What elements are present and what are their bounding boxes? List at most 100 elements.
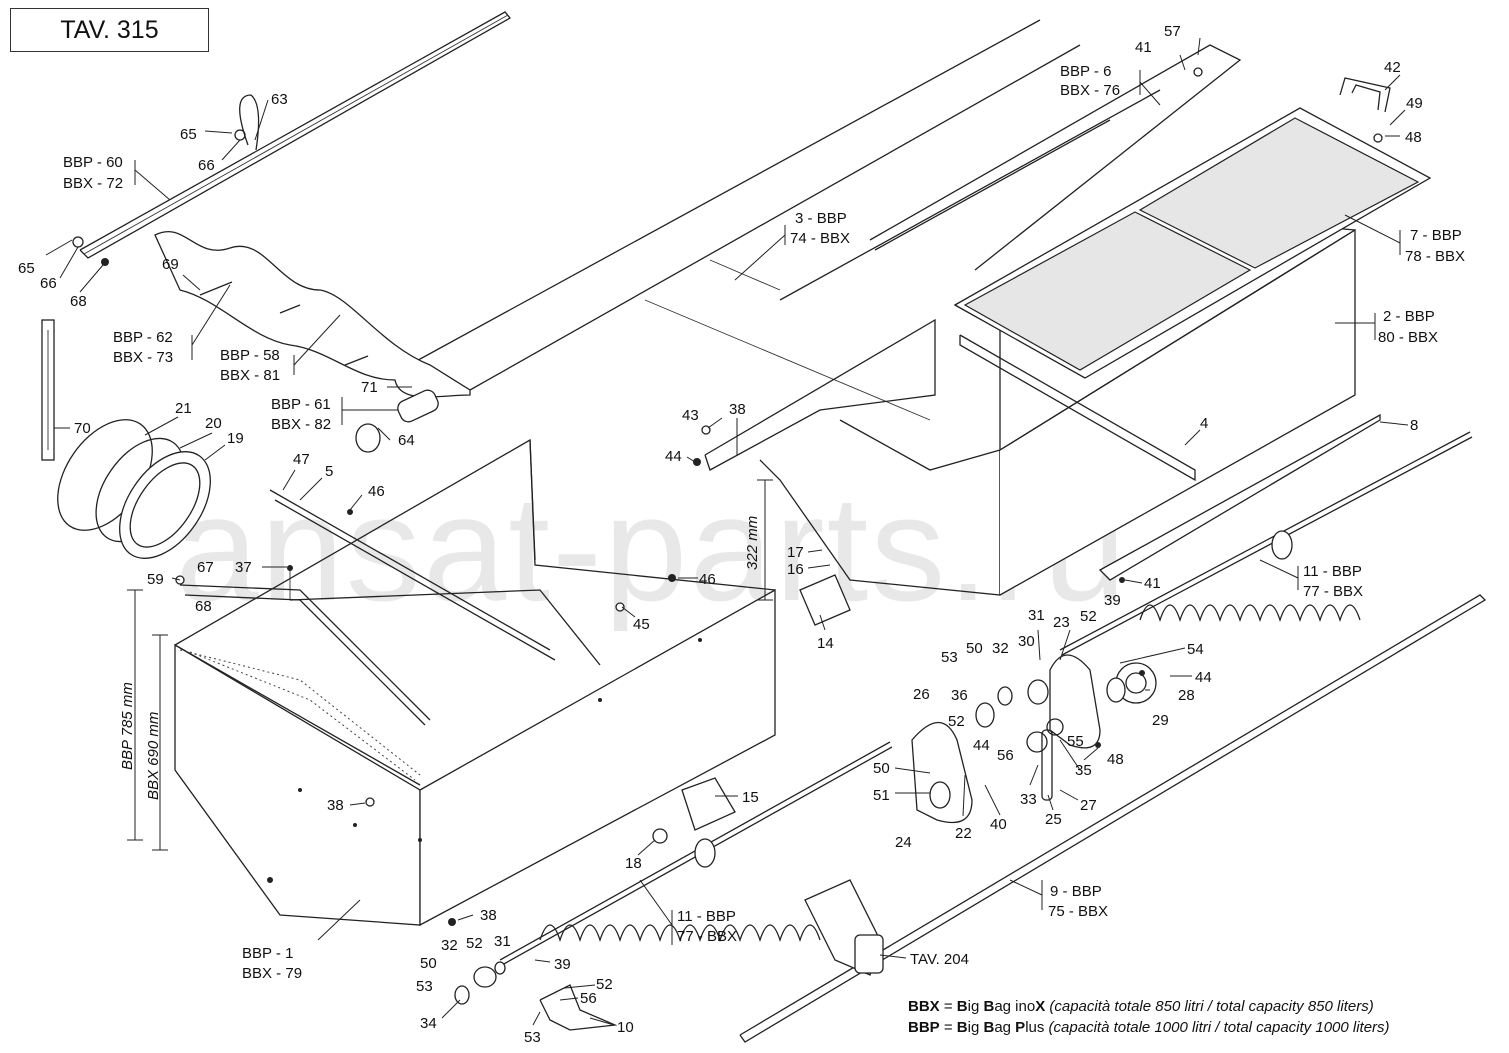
gearbox bbox=[804, 879, 884, 976]
blade-8 bbox=[1098, 413, 1381, 581]
hardware bbox=[72, 67, 1383, 926]
label-43: 43 bbox=[682, 407, 699, 424]
label-21: 21 bbox=[175, 400, 192, 417]
top-rail bbox=[79, 11, 511, 259]
label-bbp-58: BBP - 58 bbox=[220, 347, 280, 364]
label-54: 54 bbox=[1187, 641, 1204, 658]
watermark: ansat-parts.ru bbox=[175, 464, 1128, 632]
chain-cover bbox=[911, 722, 973, 824]
label-49: 49 bbox=[1406, 95, 1423, 112]
label-9-bbp: 9 - BBP bbox=[1050, 883, 1102, 900]
handle-42 bbox=[1339, 77, 1391, 113]
label-32: 32 bbox=[992, 640, 1009, 657]
shaft-9 bbox=[739, 594, 1487, 1043]
label-38: 38 bbox=[327, 797, 344, 814]
lid bbox=[953, 107, 1432, 379]
label-53: 53 bbox=[524, 1029, 541, 1046]
callout-labels: 63 65 66 BBP - 60 BBX - 72 65 66 68 69 B… bbox=[18, 23, 1465, 1046]
label-52: 52 bbox=[1080, 608, 1097, 625]
label-37: 37 bbox=[235, 559, 252, 576]
dimension-bbx-690: BBX 690 mm bbox=[145, 712, 162, 800]
bracket-14 bbox=[799, 574, 851, 626]
label-bbx-81: BBX - 81 bbox=[220, 367, 280, 384]
label-52: 52 bbox=[948, 713, 965, 730]
upper-auger bbox=[1059, 431, 1473, 656]
label-46: 46 bbox=[699, 571, 716, 588]
label-5: 5 bbox=[325, 463, 333, 480]
label-11-bbp: 11 - BBP bbox=[677, 908, 736, 925]
label-66: 66 bbox=[198, 157, 215, 174]
label-3-bbp: 3 - BBP bbox=[795, 210, 847, 227]
label-25: 25 bbox=[1045, 811, 1062, 828]
label-30: 30 bbox=[1018, 633, 1035, 650]
label-46: 46 bbox=[368, 483, 385, 500]
bar-6 bbox=[869, 44, 1242, 271]
label-bbx-82: BBX - 82 bbox=[271, 416, 331, 433]
label-24: 24 bbox=[895, 834, 912, 851]
label-51: 51 bbox=[873, 787, 890, 804]
label-64: 64 bbox=[398, 432, 415, 449]
chain-drive bbox=[1026, 718, 1064, 801]
bottom-bearing bbox=[454, 961, 506, 1005]
leader-lines bbox=[45, 37, 1409, 1026]
seal-rings bbox=[57, 419, 211, 559]
label-74-bbx: 74 - BBX bbox=[790, 230, 850, 247]
label-55: 55 bbox=[1067, 733, 1084, 750]
label-40: 40 bbox=[990, 816, 1007, 833]
label-31: 31 bbox=[1028, 607, 1045, 624]
label-bbp-62: BBP - 62 bbox=[113, 329, 173, 346]
label-56: 56 bbox=[580, 990, 597, 1007]
label-67: 67 bbox=[197, 559, 214, 576]
label-52: 52 bbox=[466, 935, 483, 952]
label-48: 48 bbox=[1107, 751, 1124, 768]
label-8: 8 bbox=[1410, 417, 1418, 434]
label-36: 36 bbox=[951, 687, 968, 704]
support-frame bbox=[179, 489, 556, 726]
label-65: 65 bbox=[180, 126, 197, 143]
label-bbx-73: BBX - 73 bbox=[113, 349, 173, 366]
bracket-10 bbox=[539, 984, 618, 1031]
label-63: 63 bbox=[271, 91, 288, 108]
label-45: 45 bbox=[633, 616, 650, 633]
label-32: 32 bbox=[441, 937, 458, 954]
label-71: 71 bbox=[361, 379, 378, 396]
label-2-bbp: 2 - BBP bbox=[1383, 308, 1435, 325]
label-bbp-60: BBP - 60 bbox=[63, 154, 123, 171]
label-77-bbx: 77 - BBX bbox=[677, 928, 737, 945]
label-77-bbx: 77 - BBX bbox=[1303, 583, 1363, 600]
label-4: 4 bbox=[1200, 415, 1208, 432]
label-59: 59 bbox=[147, 571, 164, 588]
roller bbox=[355, 389, 439, 453]
label-14: 14 bbox=[817, 635, 834, 652]
label-bbp-61: BBP - 61 bbox=[271, 396, 331, 413]
label-38: 38 bbox=[729, 401, 746, 418]
label-28: 28 bbox=[1178, 687, 1195, 704]
label-26: 26 bbox=[913, 686, 930, 703]
side-plate bbox=[975, 654, 1157, 749]
label-48: 48 bbox=[1405, 129, 1422, 146]
label-42: 42 bbox=[1384, 59, 1401, 76]
label-bbp-6: BBP - 6 bbox=[1060, 63, 1111, 80]
label-bbx-79: BBX - 79 bbox=[242, 965, 302, 982]
label-56: 56 bbox=[997, 747, 1014, 764]
label-tav-204: TAV. 204 bbox=[910, 951, 969, 968]
label-65: 65 bbox=[18, 260, 35, 277]
lower-auger bbox=[499, 741, 893, 966]
label-68: 68 bbox=[70, 293, 87, 310]
label-27: 27 bbox=[1080, 797, 1097, 814]
label-16: 16 bbox=[787, 561, 804, 578]
label-10: 10 bbox=[617, 1019, 634, 1036]
label-53: 53 bbox=[416, 978, 433, 995]
label-31: 31 bbox=[494, 933, 511, 950]
label-41: 41 bbox=[1135, 39, 1152, 56]
label-bbx-76: BBX - 76 bbox=[1060, 82, 1120, 99]
label-33: 33 bbox=[1020, 791, 1037, 808]
label-7-bbp: 7 - BBP bbox=[1410, 227, 1462, 244]
label-35: 35 bbox=[1075, 762, 1092, 779]
bracket-15 bbox=[681, 777, 736, 831]
pin-63 bbox=[239, 94, 260, 151]
label-29: 29 bbox=[1152, 712, 1169, 729]
upper-cover bbox=[399, 19, 1161, 421]
bar-4 bbox=[959, 334, 1196, 482]
